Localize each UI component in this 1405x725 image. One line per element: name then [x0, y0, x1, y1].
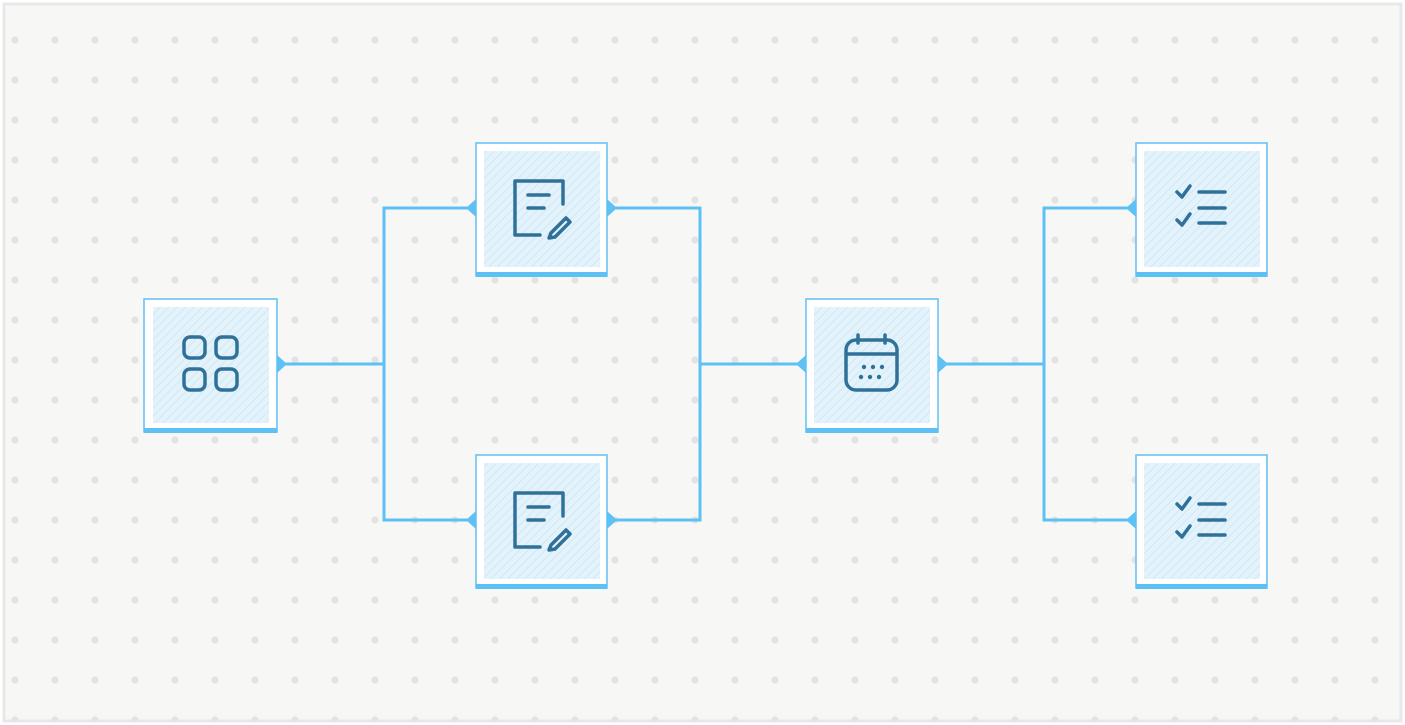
- connector-apps-edit-bottom: [382, 364, 475, 522]
- node-apps[interactable]: [143, 298, 287, 433]
- port-right[interactable]: [938, 355, 948, 373]
- checklist-icon: [1175, 184, 1227, 227]
- calendar-icon: [844, 333, 899, 392]
- port-left[interactable]: [1126, 199, 1136, 217]
- connector-calendar-checklist-top: [943, 206, 1135, 366]
- port-left[interactable]: [796, 355, 806, 373]
- node-checklist-top[interactable]: [1126, 142, 1268, 277]
- connector-apps-edit-top: [283, 206, 475, 366]
- port-right[interactable]: [607, 511, 617, 529]
- checklist-icon: [1175, 496, 1227, 539]
- port-left[interactable]: [1126, 511, 1136, 529]
- edit-document-icon: [513, 179, 572, 240]
- node-calendar[interactable]: [796, 298, 948, 433]
- node-edit-bottom[interactable]: [466, 454, 617, 589]
- connector-edit-top-calendar: [613, 206, 805, 366]
- connector-calendar-checklist-bottom: [1042, 364, 1135, 522]
- connectors: [283, 206, 1135, 522]
- connector-edit-bottom-calendar: [613, 364, 702, 522]
- port-right[interactable]: [607, 199, 617, 217]
- port-left[interactable]: [466, 199, 476, 217]
- edit-document-icon: [513, 491, 572, 552]
- port-left[interactable]: [466, 511, 476, 529]
- port-right[interactable]: [277, 355, 287, 373]
- node-checklist-bottom[interactable]: [1126, 454, 1268, 589]
- node-edit-top[interactable]: [466, 142, 617, 277]
- apps-icon: [182, 335, 239, 392]
